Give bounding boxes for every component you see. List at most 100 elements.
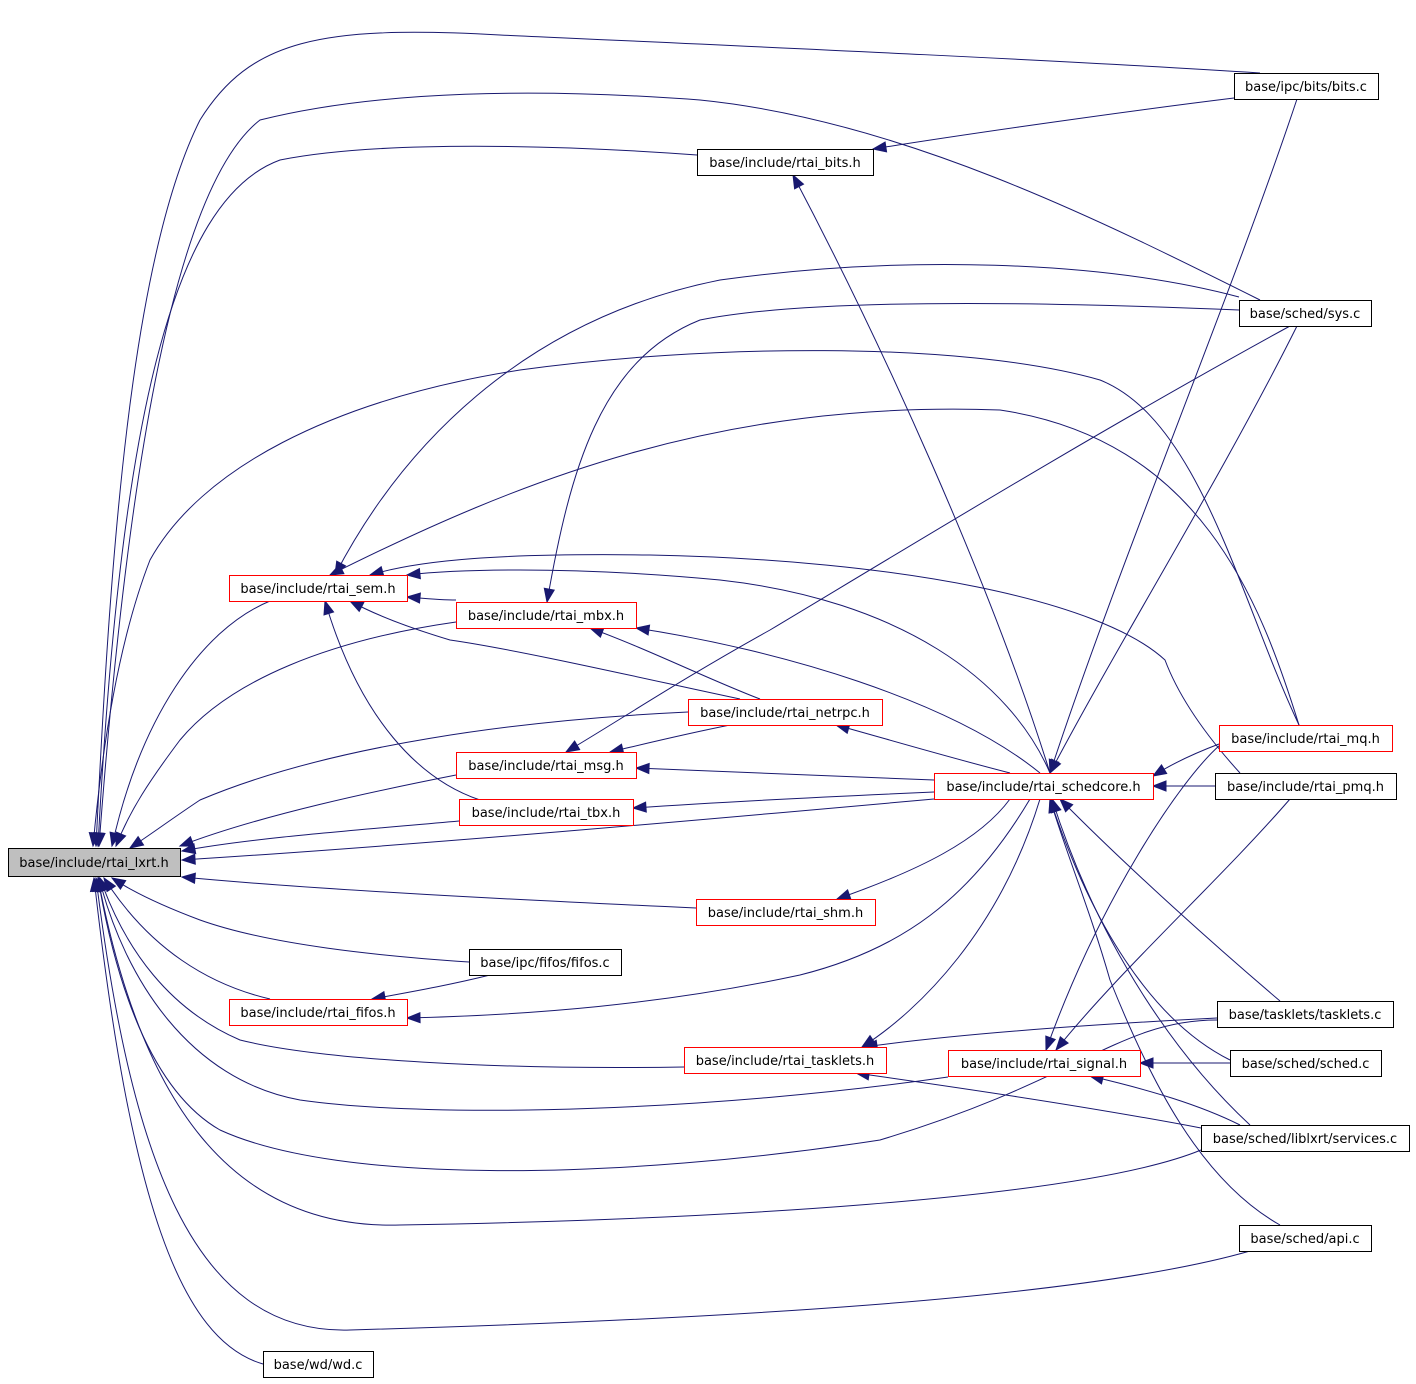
node-fifos[interactable]: base/include/rtai_fifos.h (229, 999, 408, 1026)
node-box (263, 1351, 374, 1378)
edge-line (1089, 1075, 1241, 1126)
arrow-head (88, 832, 100, 848)
edge-line (1055, 798, 1291, 1051)
edge-line (93, 877, 264, 1365)
node-msg[interactable]: base/include/rtai_msg.h (456, 752, 637, 779)
node-services[interactable]: base/sched/liblxrt/services.c (1201, 1125, 1410, 1152)
node-box (229, 575, 408, 602)
arrow-head (1059, 798, 1074, 813)
edge-line (98, 92, 1261, 847)
dependency-edges (88, 31, 1300, 1365)
node-netrpc[interactable]: base/include/rtai_netrpc.h (688, 699, 883, 726)
arrow-head (180, 842, 197, 855)
arrow-head (631, 801, 647, 813)
arrow-head (368, 565, 385, 577)
arrow-head (328, 563, 345, 576)
node-schedcore[interactable]: base/include/rtai_schedcore.h (934, 773, 1154, 800)
node-taskletsc[interactable]: base/tasklets/tasklets.c (1217, 1001, 1394, 1028)
node-apic[interactable]: base/sched/api.c (1239, 1225, 1372, 1252)
node-box (1239, 1225, 1372, 1252)
edge-tbx-to-sem (323, 599, 481, 801)
edge-line (635, 767, 935, 781)
node-sysc[interactable]: base/sched/sys.c (1239, 300, 1372, 327)
edge-line (1049, 798, 1281, 1226)
edge-services-to-signal (1088, 1073, 1241, 1126)
edge-sysc-to-mbx (543, 302, 1240, 604)
node-label: base/include/rtai_netrpc.h (700, 706, 870, 721)
edge-line (179, 774, 457, 847)
edge-line (371, 974, 491, 1000)
node-label: base/include/rtai_pmq.h (1227, 780, 1384, 795)
edge-schedcore-to-fifos (405, 798, 1031, 1024)
edge-line (95, 877, 1251, 1331)
arrow-head (405, 592, 421, 604)
edge-netrpc-to-mbx (588, 627, 761, 700)
node-fifosc[interactable]: base/ipc/fifos/fifos.c (469, 949, 622, 976)
edge-line (589, 627, 761, 700)
node-box (1201, 1125, 1410, 1152)
edge-line (855, 1072, 1202, 1129)
arrow-head (634, 762, 650, 775)
node-box (696, 899, 876, 926)
node-schedc[interactable]: base/sched/sched.c (1230, 1050, 1382, 1077)
node-box (456, 602, 637, 629)
node-bitsh[interactable]: base/include/rtai_bits.h (697, 149, 874, 176)
edge-line (111, 877, 470, 963)
arrow-head (89, 876, 102, 893)
edge-line (1049, 798, 1231, 1061)
edge-line (792, 174, 1051, 774)
arrow-head (110, 877, 127, 890)
edge-schedcore-to-mbx (634, 624, 1041, 774)
node-shm[interactable]: base/include/rtai_shm.h (696, 899, 876, 926)
node-label: base/ipc/bits/bits.c (1245, 80, 1367, 95)
edge-line (115, 621, 457, 847)
arrow-head (564, 740, 581, 753)
edge-line (369, 554, 1241, 774)
arrow-head (115, 831, 127, 848)
node-box (1217, 1001, 1394, 1028)
edge-wdc-to-lxrt (89, 876, 264, 1365)
edge-mq-to-lxrt (88, 350, 1300, 848)
node-box (469, 949, 622, 976)
node-sem[interactable]: base/include/rtai_sem.h (229, 575, 408, 602)
node-wdc[interactable]: base/wd/wd.c (263, 1351, 374, 1378)
edge-line (98, 877, 949, 1111)
node-box (459, 799, 634, 826)
node-tasklets[interactable]: base/include/rtai_tasklets.h (684, 1047, 887, 1074)
edge-line (329, 408, 1300, 726)
node-box (1239, 300, 1372, 327)
arrow-head (405, 1011, 421, 1024)
edge-fifos-to-lxrt (103, 876, 271, 1000)
edge-sysc-to-lxrt (94, 92, 1261, 848)
file-nodes: base/include/rtai_lxrt.h base/ipc/bits/bi… (8, 73, 1410, 1378)
node-tbx[interactable]: base/include/rtai_tbx.h (459, 799, 634, 826)
edge-mbx-to-lxrt (115, 621, 457, 848)
edge-pmq-to-signal (1055, 798, 1291, 1052)
node-bitsc[interactable]: base/ipc/bits/bits.c (1234, 73, 1379, 100)
node-box (934, 773, 1154, 800)
arrow-head (180, 853, 196, 865)
edge-line (632, 791, 935, 809)
edge-mq-to-schedcore (1151, 743, 1220, 777)
edge-line (635, 627, 1041, 774)
node-mq[interactable]: base/include/rtai_mq.h (1219, 725, 1393, 752)
node-label: base/include/rtai_schedcore.h (946, 780, 1140, 795)
node-lxrt: base/include/rtai_lxrt.h (8, 848, 181, 877)
edge-line (97, 145, 698, 847)
node-box (456, 752, 637, 779)
node-label: base/sched/sys.c (1250, 307, 1361, 322)
arrow-head (323, 599, 335, 616)
edge-schedcore-to-tbx (631, 791, 935, 813)
edge-line (181, 876, 697, 909)
node-label: base/include/rtai_signal.h (961, 1057, 1127, 1072)
edge-fifosc-to-fifos (370, 974, 491, 1003)
edge-line (861, 798, 1041, 1048)
edge-taskletsc-to-schedcore (1059, 798, 1281, 1002)
node-mbx[interactable]: base/include/rtai_mbx.h (456, 602, 637, 629)
edge-line (863, 1017, 1218, 1048)
arrow-head (128, 835, 145, 849)
node-box (1234, 73, 1379, 100)
edge-line (872, 97, 1235, 150)
node-signal[interactable]: base/include/rtai_signal.h (948, 1050, 1141, 1077)
node-pmq[interactable]: base/include/rtai_pmq.h (1215, 773, 1397, 800)
